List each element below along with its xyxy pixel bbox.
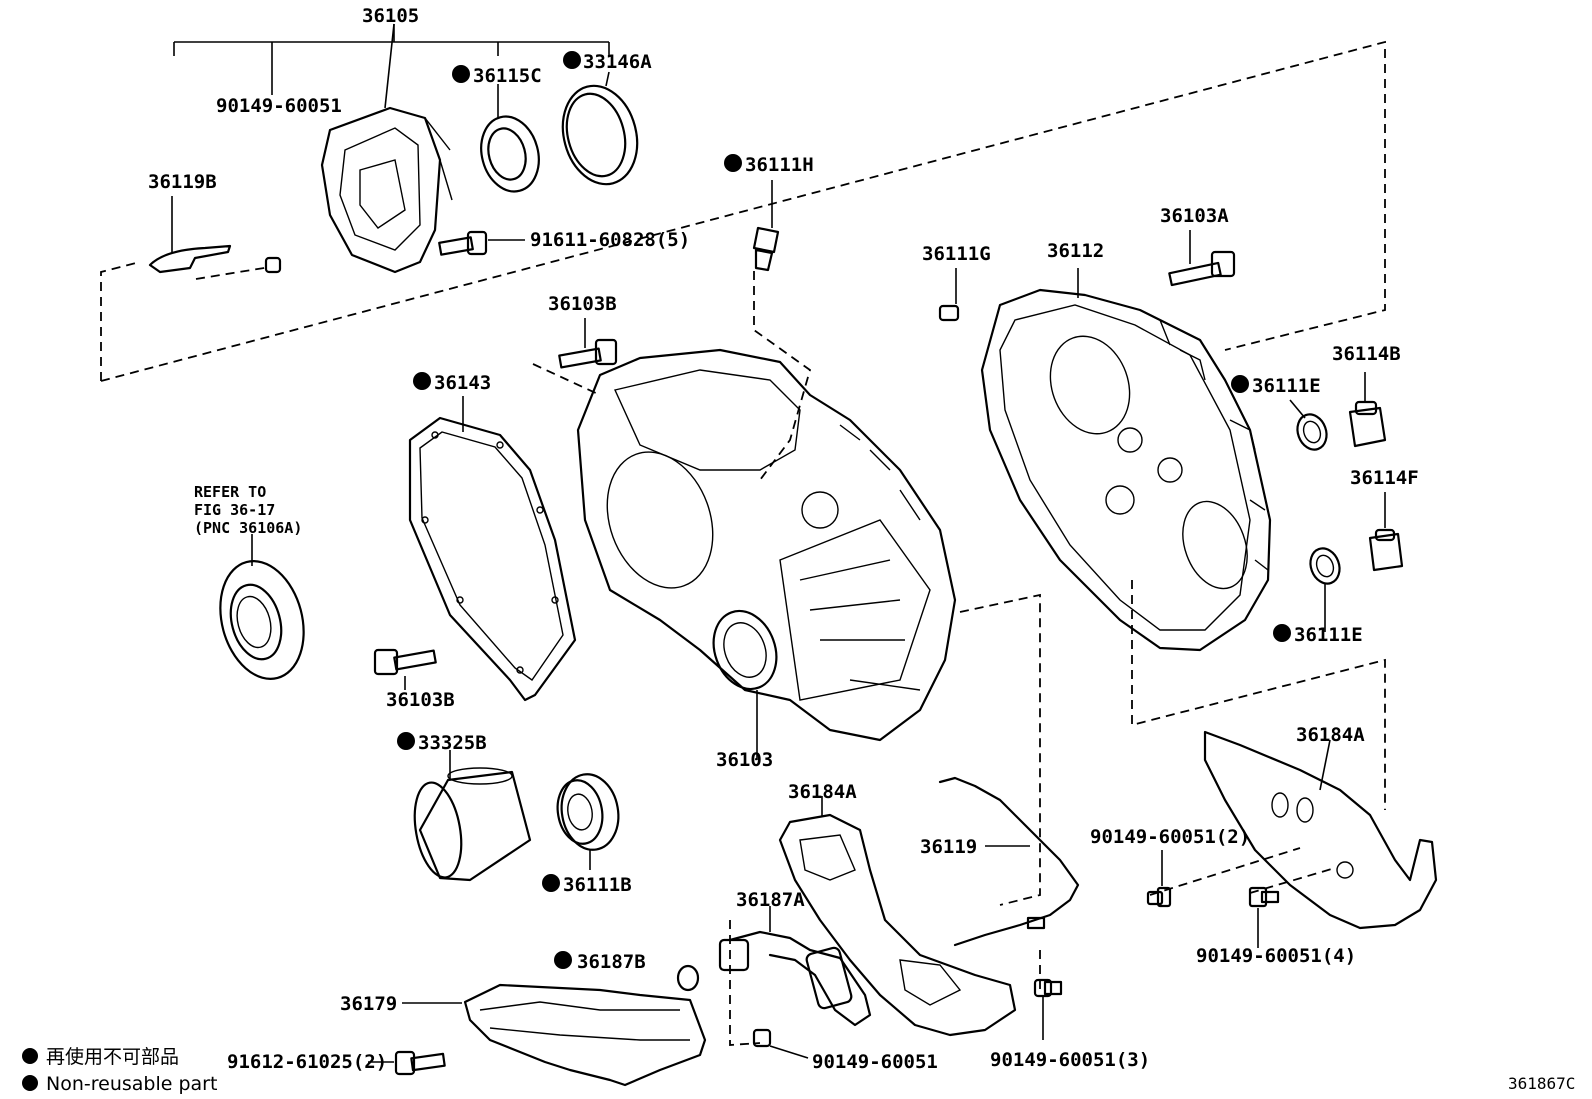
dot-36143 — [413, 372, 431, 390]
sensor-36187A — [718, 930, 872, 1027]
label-36179: 36179 — [340, 993, 397, 1015]
label-36111B: 36111B — [563, 874, 632, 896]
bolt-91611-60828 — [438, 230, 488, 256]
label-36111E-b: 36111E — [1294, 624, 1363, 646]
leader-36105 — [384, 23, 395, 109]
extension-housing-36105 — [320, 106, 453, 274]
label-36184A-right: 36184A — [1296, 724, 1365, 746]
dot-36111E-a — [1231, 375, 1249, 393]
label-36187A: 36187A — [736, 889, 805, 911]
refer-line-3: (PNC 36106A) — [194, 519, 302, 537]
bolt-90149-60051-3 — [1033, 978, 1063, 998]
bolt-90149-60051-bottom — [752, 1028, 772, 1048]
label-36111H: 36111H — [745, 154, 814, 176]
label-36114F: 36114F — [1350, 467, 1419, 489]
bolt-36103B-bottom — [373, 648, 437, 676]
dot-36115C — [452, 65, 470, 83]
part-labels: 36105 90149-60051 36115C 33146A 36119B 9… — [148, 5, 1419, 1073]
gasket-36143 — [408, 416, 577, 702]
leader-90149-bottom — [769, 1045, 809, 1059]
dot-36111B — [542, 874, 560, 892]
refer-line-2: FIG 36-17 — [194, 501, 275, 519]
transfer-case-36112 — [980, 288, 1272, 652]
washer-36111E-a — [1296, 413, 1328, 451]
shield-36184A-mid — [778, 813, 1017, 1037]
bolt-90149-60051-2 — [1146, 886, 1172, 908]
assembly-dashed-lines — [100, 40, 1386, 1046]
label-36114B: 36114B — [1332, 343, 1401, 365]
figure-id: 361867C — [1508, 1074, 1575, 1093]
dot-36111H — [724, 154, 742, 172]
label-33325B: 33325B — [418, 732, 487, 754]
label-36184A-mid: 36184A — [788, 781, 857, 803]
label-36111G: 36111G — [922, 243, 991, 265]
dot-33146A — [563, 51, 581, 69]
bolt-36103A — [1168, 250, 1236, 287]
sleeve-33325B — [413, 767, 532, 882]
label-90149-60051-top: 90149-60051 — [216, 95, 342, 117]
bolt-91612-61025 — [394, 1050, 446, 1076]
leader-36184A-right — [1319, 739, 1331, 791]
label-90149-60051-bottom: 90149-60051 — [812, 1051, 938, 1073]
bolt-90149-60051-4 — [1248, 886, 1280, 908]
legend-dot-jp — [22, 1048, 38, 1064]
label-36143: 36143 — [434, 372, 491, 394]
wire-36119 — [938, 776, 1080, 947]
group-bracket-36105 — [173, 24, 610, 95]
refer-line-1: REFER TO — [194, 483, 266, 501]
label-36103B-top: 36103B — [548, 293, 617, 315]
label-36111E-a: 36111E — [1252, 375, 1321, 397]
legend-en: Non-reusable part — [46, 1073, 217, 1095]
legend-dot-en — [22, 1075, 38, 1091]
cover-36179 — [463, 983, 707, 1087]
ring-33146A — [561, 84, 639, 186]
transfer-case-36103 — [576, 348, 957, 742]
label-90149-60051-4: 90149-60051(4) — [1196, 945, 1356, 967]
shield-36184A-right — [1203, 730, 1438, 930]
leader-33146A — [605, 71, 610, 87]
o-ring-36187B — [676, 964, 700, 992]
label-36103B-bottom: 36103B — [386, 689, 455, 711]
leader-36111E-a — [1289, 399, 1306, 419]
legend: 再使用不可部品 Non-reusable part — [46, 1046, 217, 1095]
refer-note: REFER TO FIG 36-17 (PNC 36106A) — [194, 483, 302, 537]
label-33146A: 33146A — [583, 51, 652, 73]
plug-36114B — [1348, 400, 1387, 448]
label-36103A: 36103A — [1160, 205, 1229, 227]
bearing-36111B — [556, 773, 620, 851]
dot-33325B — [397, 732, 415, 750]
washer-36111E-b — [1309, 547, 1341, 585]
bolt-90149-60051-top — [264, 256, 282, 274]
label-36103: 36103 — [716, 749, 773, 771]
label-91611-60828: 91611-60828(5) — [530, 229, 690, 251]
label-36119: 36119 — [920, 836, 977, 858]
label-36119B: 36119B — [148, 171, 217, 193]
plug-36114F — [1368, 528, 1404, 572]
non-reusable-markers — [22, 51, 1291, 1091]
oil-seal-36115C — [480, 115, 540, 193]
label-90149-60051-3: 90149-60051(3) — [990, 1049, 1150, 1071]
pin-36111G — [938, 304, 960, 322]
label-36187B: 36187B — [577, 951, 646, 973]
label-91612-61025: 91612-61025(2) — [227, 1051, 387, 1073]
legend-jp: 再使用不可部品 — [46, 1046, 179, 1068]
dot-36187B — [554, 951, 572, 969]
bolt-36103B-top — [558, 338, 618, 369]
oil-seal-36106A — [219, 560, 305, 680]
label-36112: 36112 — [1047, 240, 1104, 262]
label-36115C: 36115C — [473, 65, 542, 87]
label-90149-60051-2: 90149-60051(2) — [1090, 826, 1250, 848]
dot-36111E-b — [1273, 624, 1291, 642]
clip-36119B — [148, 244, 232, 274]
label-36105: 36105 — [362, 5, 419, 27]
plug-36111H — [752, 226, 780, 272]
